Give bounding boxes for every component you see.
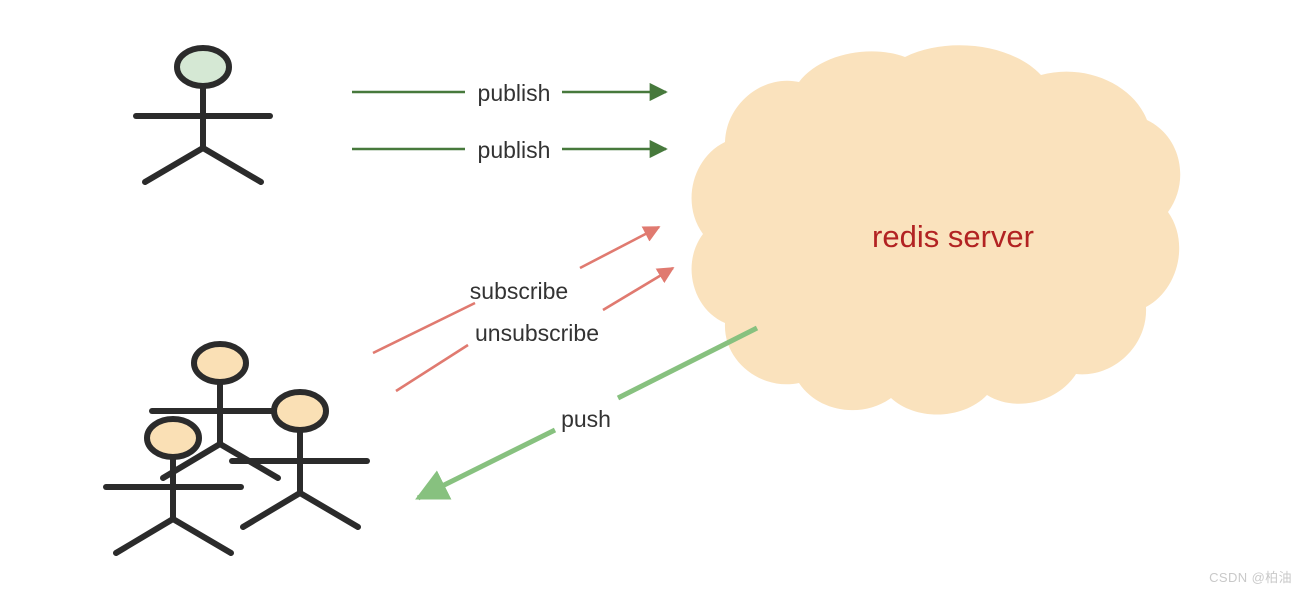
publish-arrow-2-label: publish bbox=[478, 137, 551, 163]
subscribe-arrow-line-lower bbox=[372, 301, 476, 355]
subscribe-arrow[interactable]: subscribe bbox=[372, 225, 661, 355]
subscriber-stick-figure-1[interactable] bbox=[149, 341, 291, 481]
subscriber-2-head bbox=[271, 389, 329, 433]
subscribe-arrow-label: subscribe bbox=[470, 278, 568, 304]
subscriber-stick-figure-3[interactable] bbox=[103, 416, 244, 556]
push-arrow-line-lower bbox=[415, 427, 557, 501]
subscriber-group[interactable] bbox=[103, 341, 370, 556]
publisher-head bbox=[174, 45, 232, 89]
subscriber-3-left-leg bbox=[113, 516, 176, 556]
subscriber-3-head bbox=[144, 416, 202, 460]
publish-arrow-1[interactable]: publish bbox=[352, 80, 668, 106]
unsubscribe-arrow-label: unsubscribe bbox=[475, 320, 599, 346]
publisher-right-leg bbox=[200, 145, 264, 185]
publisher-left-leg bbox=[142, 145, 206, 185]
unsubscribe-arrow-line-upper bbox=[602, 266, 675, 312]
subscriber-2-right-leg bbox=[297, 490, 361, 530]
subscriber-3-right-leg bbox=[170, 516, 234, 556]
cloud-shape bbox=[691, 45, 1181, 415]
push-arrow[interactable]: push bbox=[415, 325, 759, 501]
publisher-stick-figure[interactable] bbox=[133, 45, 273, 185]
push-arrow-line-upper bbox=[616, 325, 759, 401]
publish-arrow-2[interactable]: publish bbox=[352, 137, 668, 163]
unsubscribe-arrow[interactable]: unsubscribe bbox=[395, 266, 675, 393]
subscriber-2-left-leg bbox=[240, 490, 303, 530]
publish-arrow-1-label: publish bbox=[478, 80, 551, 106]
cloud-label: redis server bbox=[872, 219, 1034, 254]
subscriber-1-head bbox=[191, 341, 249, 385]
csdn-watermark: CSDN @柏油 bbox=[1209, 570, 1292, 585]
subscriber-stick-figure-2[interactable] bbox=[229, 389, 370, 530]
subscribe-arrow-line-upper bbox=[579, 225, 661, 270]
push-arrow-label: push bbox=[561, 406, 611, 432]
redis-server-cloud[interactable]: redis server bbox=[691, 45, 1181, 415]
unsubscribe-arrow-line-lower bbox=[395, 343, 469, 393]
